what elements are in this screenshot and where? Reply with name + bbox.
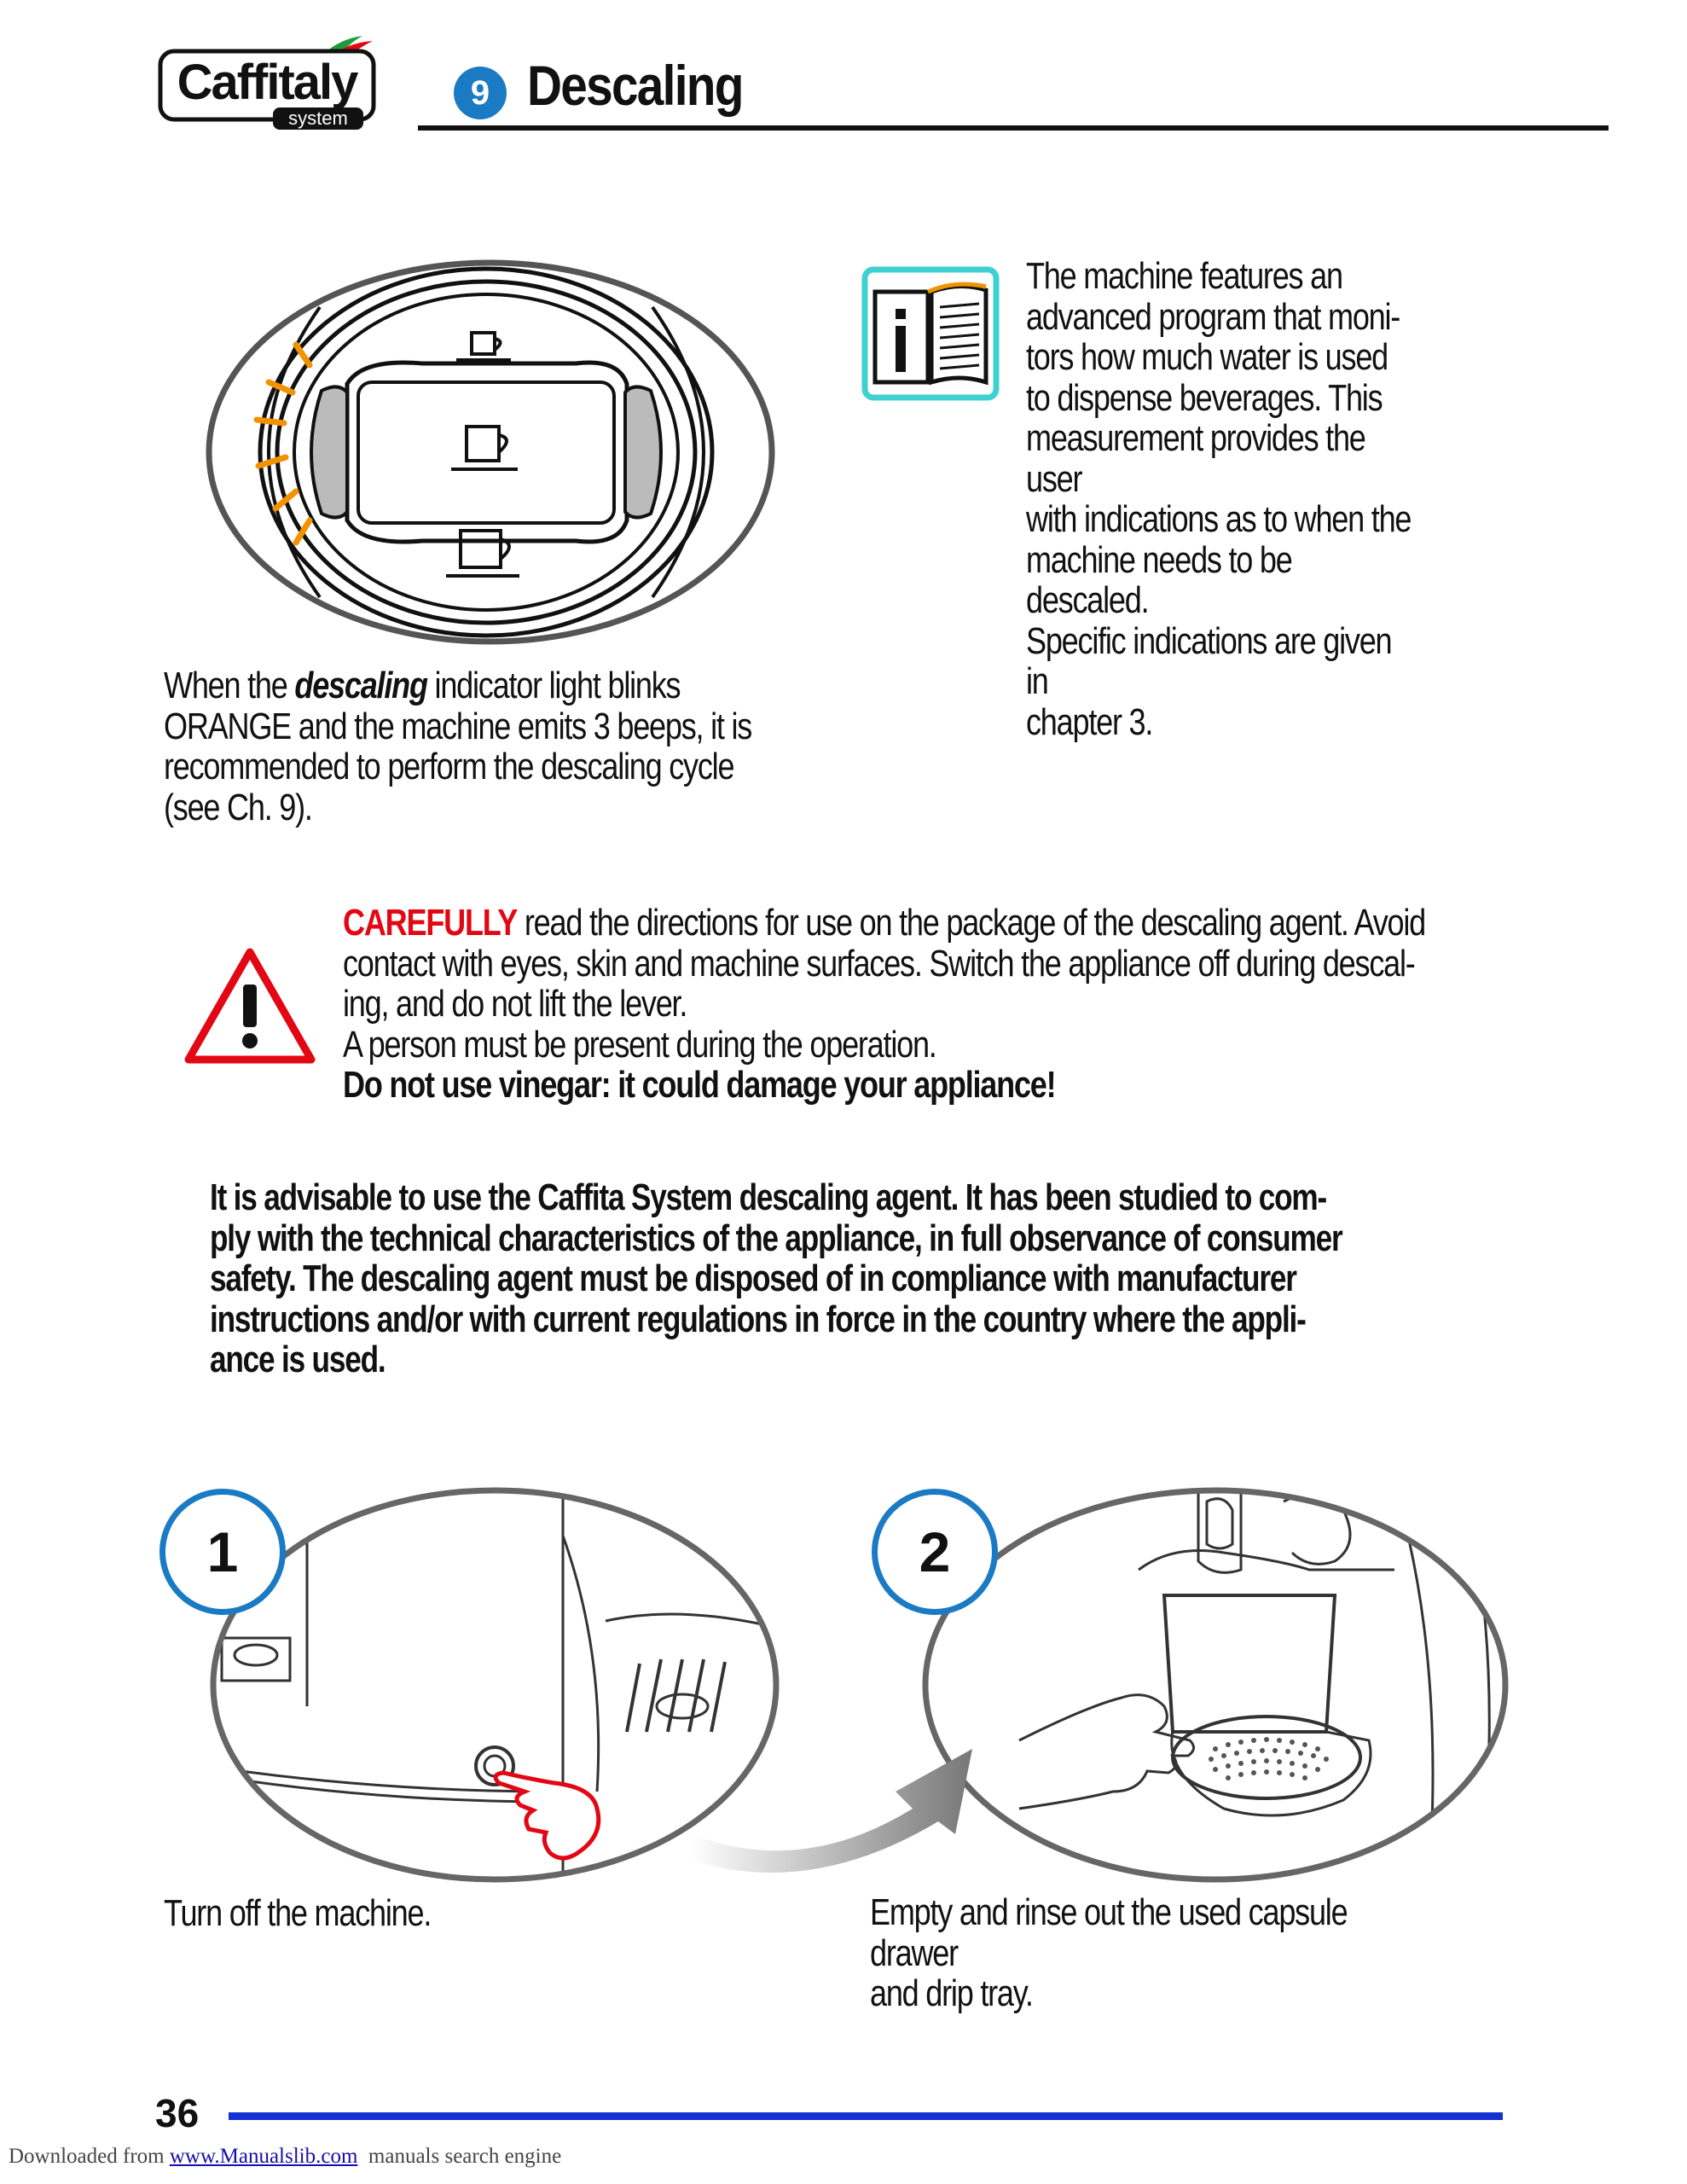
- vinegar-warning: Do not use vinegar: it could damage your…: [343, 1064, 1057, 1106]
- drip-tray-holes: [1209, 1737, 1329, 1780]
- power-button-press-illustration: [210, 1487, 780, 1883]
- hand-icon: [1018, 1693, 1195, 1810]
- capsule-drawer-illustration: [922, 1487, 1509, 1883]
- footer-divider: [229, 2112, 1503, 2120]
- descaling-emphasis: descaling: [294, 665, 428, 706]
- step-2-badge: 2: [872, 1489, 998, 1615]
- chapter-number-badge: 9: [454, 67, 507, 119]
- curved-arrow-icon: [691, 1749, 972, 1873]
- page-number: 36: [155, 2091, 200, 2135]
- control-panel-illustration: [206, 259, 775, 645]
- power-button-icon: [474, 1745, 515, 1786]
- page-title: Descaling: [527, 54, 744, 117]
- large-cup-icon: [446, 529, 519, 578]
- caffitaly-logo: Caffitaly system: [158, 36, 376, 130]
- logo-subtext: system: [288, 107, 348, 129]
- logo-wordmark: Caffitaly: [177, 55, 359, 110]
- small-cup-icon: [456, 331, 511, 362]
- info-note: The machine features an advanced program…: [1026, 255, 1412, 743]
- pointing-hand-icon: [493, 1770, 601, 1861]
- info-book-icon: [861, 266, 1000, 401]
- source-line: Downloaded from www.Manualslib.com manua…: [9, 2145, 562, 2168]
- step-1-caption: Turn off the machine.: [164, 1892, 432, 1934]
- step-2-caption: Empty and rinse out the used capsule dra…: [870, 1891, 1348, 2014]
- manualslib-link[interactable]: www.Manualslib.com: [169, 2145, 358, 2168]
- blink-rays-icon: [253, 341, 313, 546]
- descaling-indicator-light: [310, 385, 349, 520]
- warning-lead: CAREFULLY: [343, 902, 518, 944]
- warning-note: CAREFULLY read the directions for use on…: [343, 903, 1490, 1106]
- medium-cup-icon: [451, 425, 518, 471]
- header-divider: [418, 125, 1609, 131]
- descaling-agent-advice: It is advisable to use the Caffita Syste…: [210, 1176, 1343, 1380]
- step-1-badge: 1: [159, 1489, 286, 1615]
- warning-triangle-icon: [184, 948, 316, 1064]
- descaling-indicator-note: When the descaling indicator light blink…: [164, 665, 752, 828]
